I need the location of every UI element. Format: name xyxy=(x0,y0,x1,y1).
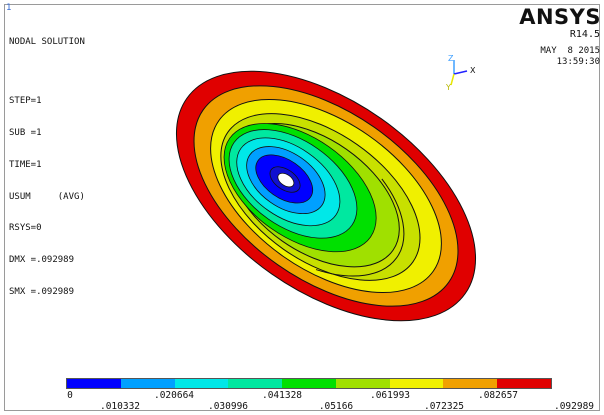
axis-triad-icon: Z X Y xyxy=(445,54,476,92)
info-step: STEP=1 xyxy=(9,96,42,107)
legend-label: .061993 xyxy=(369,390,411,401)
y-axis-label: Y xyxy=(445,83,451,92)
legend-swatch-4 xyxy=(228,379,283,388)
legend-labels-bottom: .010332 .030996 .05166 .072325 .092989 xyxy=(0,401,604,413)
legend-label: 0 xyxy=(67,390,73,401)
legend-swatch-7 xyxy=(389,379,444,388)
version-label: R14.5 xyxy=(569,29,600,40)
info-usum: USUM (AVG) xyxy=(9,191,85,202)
legend-swatch-9 xyxy=(497,379,552,388)
window-number: 1 xyxy=(6,3,12,13)
y-axis-line xyxy=(450,73,455,86)
date-label: MAY 8 2015 xyxy=(540,46,600,56)
info-time: TIME=1 xyxy=(9,159,42,170)
info-dmx: DMX =.092989 xyxy=(9,255,75,266)
legend-label: .030996 xyxy=(207,401,249,412)
z-axis-label: Z xyxy=(448,54,454,63)
legend-labels-top: 0 .020664 .041328 .061993 .082657 xyxy=(0,390,604,402)
legend-swatch-8 xyxy=(443,379,498,388)
graphics-frame xyxy=(4,4,600,411)
legend-swatch-3 xyxy=(174,379,229,388)
legend-label: .020664 xyxy=(153,390,195,401)
x-axis-label: X xyxy=(470,66,476,75)
brand-logo: ANSYS xyxy=(519,5,601,29)
info-rsys: RSYS=0 xyxy=(9,223,42,234)
solution-info-block: NODAL SOLUTION STEP=1 SUB =1 TIME=1 USUM… xyxy=(9,16,85,319)
center-hole xyxy=(277,172,295,188)
color-legend-bar xyxy=(66,378,552,389)
inner-wall-edge xyxy=(315,178,405,277)
time-label: 13:59:30 xyxy=(556,57,600,67)
legend-swatch-1 xyxy=(67,379,121,388)
info-smx: SMX =.092989 xyxy=(9,286,75,297)
legend-label: .092989 xyxy=(553,401,595,412)
solution-title: NODAL SOLUTION xyxy=(9,37,85,48)
legend-label: .072325 xyxy=(423,401,465,412)
legend-swatch-6 xyxy=(335,379,390,388)
legend-swatch-2 xyxy=(120,379,175,388)
legend-label: .082657 xyxy=(477,390,519,401)
info-sub: SUB =1 xyxy=(9,127,42,138)
legend-swatch-5 xyxy=(282,379,336,388)
legend-label: .010332 xyxy=(99,401,141,412)
legend-label: .05166 xyxy=(318,401,354,412)
legend-label: .041328 xyxy=(261,390,303,401)
x-axis-line xyxy=(453,70,468,75)
